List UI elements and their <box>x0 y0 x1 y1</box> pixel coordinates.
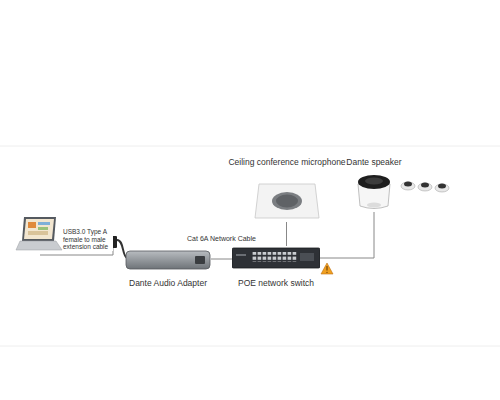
small-speakers <box>401 182 449 193</box>
laptop-icon <box>16 217 62 250</box>
network-cable <box>211 259 232 260</box>
background-band <box>0 146 500 346</box>
dante-speaker: Dante speaker <box>355 172 393 212</box>
device-label: Dante Audio Adapter <box>129 278 207 288</box>
network-cable <box>286 222 287 246</box>
ceiling-microphone-art <box>253 180 321 222</box>
device-label: POE network switch <box>238 278 314 288</box>
network-cable <box>320 212 374 258</box>
device-label: Dante speaker <box>346 157 401 167</box>
audio-adapter-art <box>125 248 211 272</box>
poe-switch-art <box>232 246 320 270</box>
cable-label: Cat 6A Network Cable <box>185 234 258 243</box>
poe-switch: POE network switch <box>232 246 320 270</box>
ceiling-microphone: Ceiling conference microphone <box>253 180 321 222</box>
warning-sign <box>321 263 333 274</box>
device-label: Ceiling conference microphone <box>228 157 345 167</box>
dante-speaker-art <box>355 172 393 212</box>
audio-adapter: Dante Audio Adapter <box>125 248 211 272</box>
cable-note: USB3.0 Type A female to male extension c… <box>63 228 113 251</box>
